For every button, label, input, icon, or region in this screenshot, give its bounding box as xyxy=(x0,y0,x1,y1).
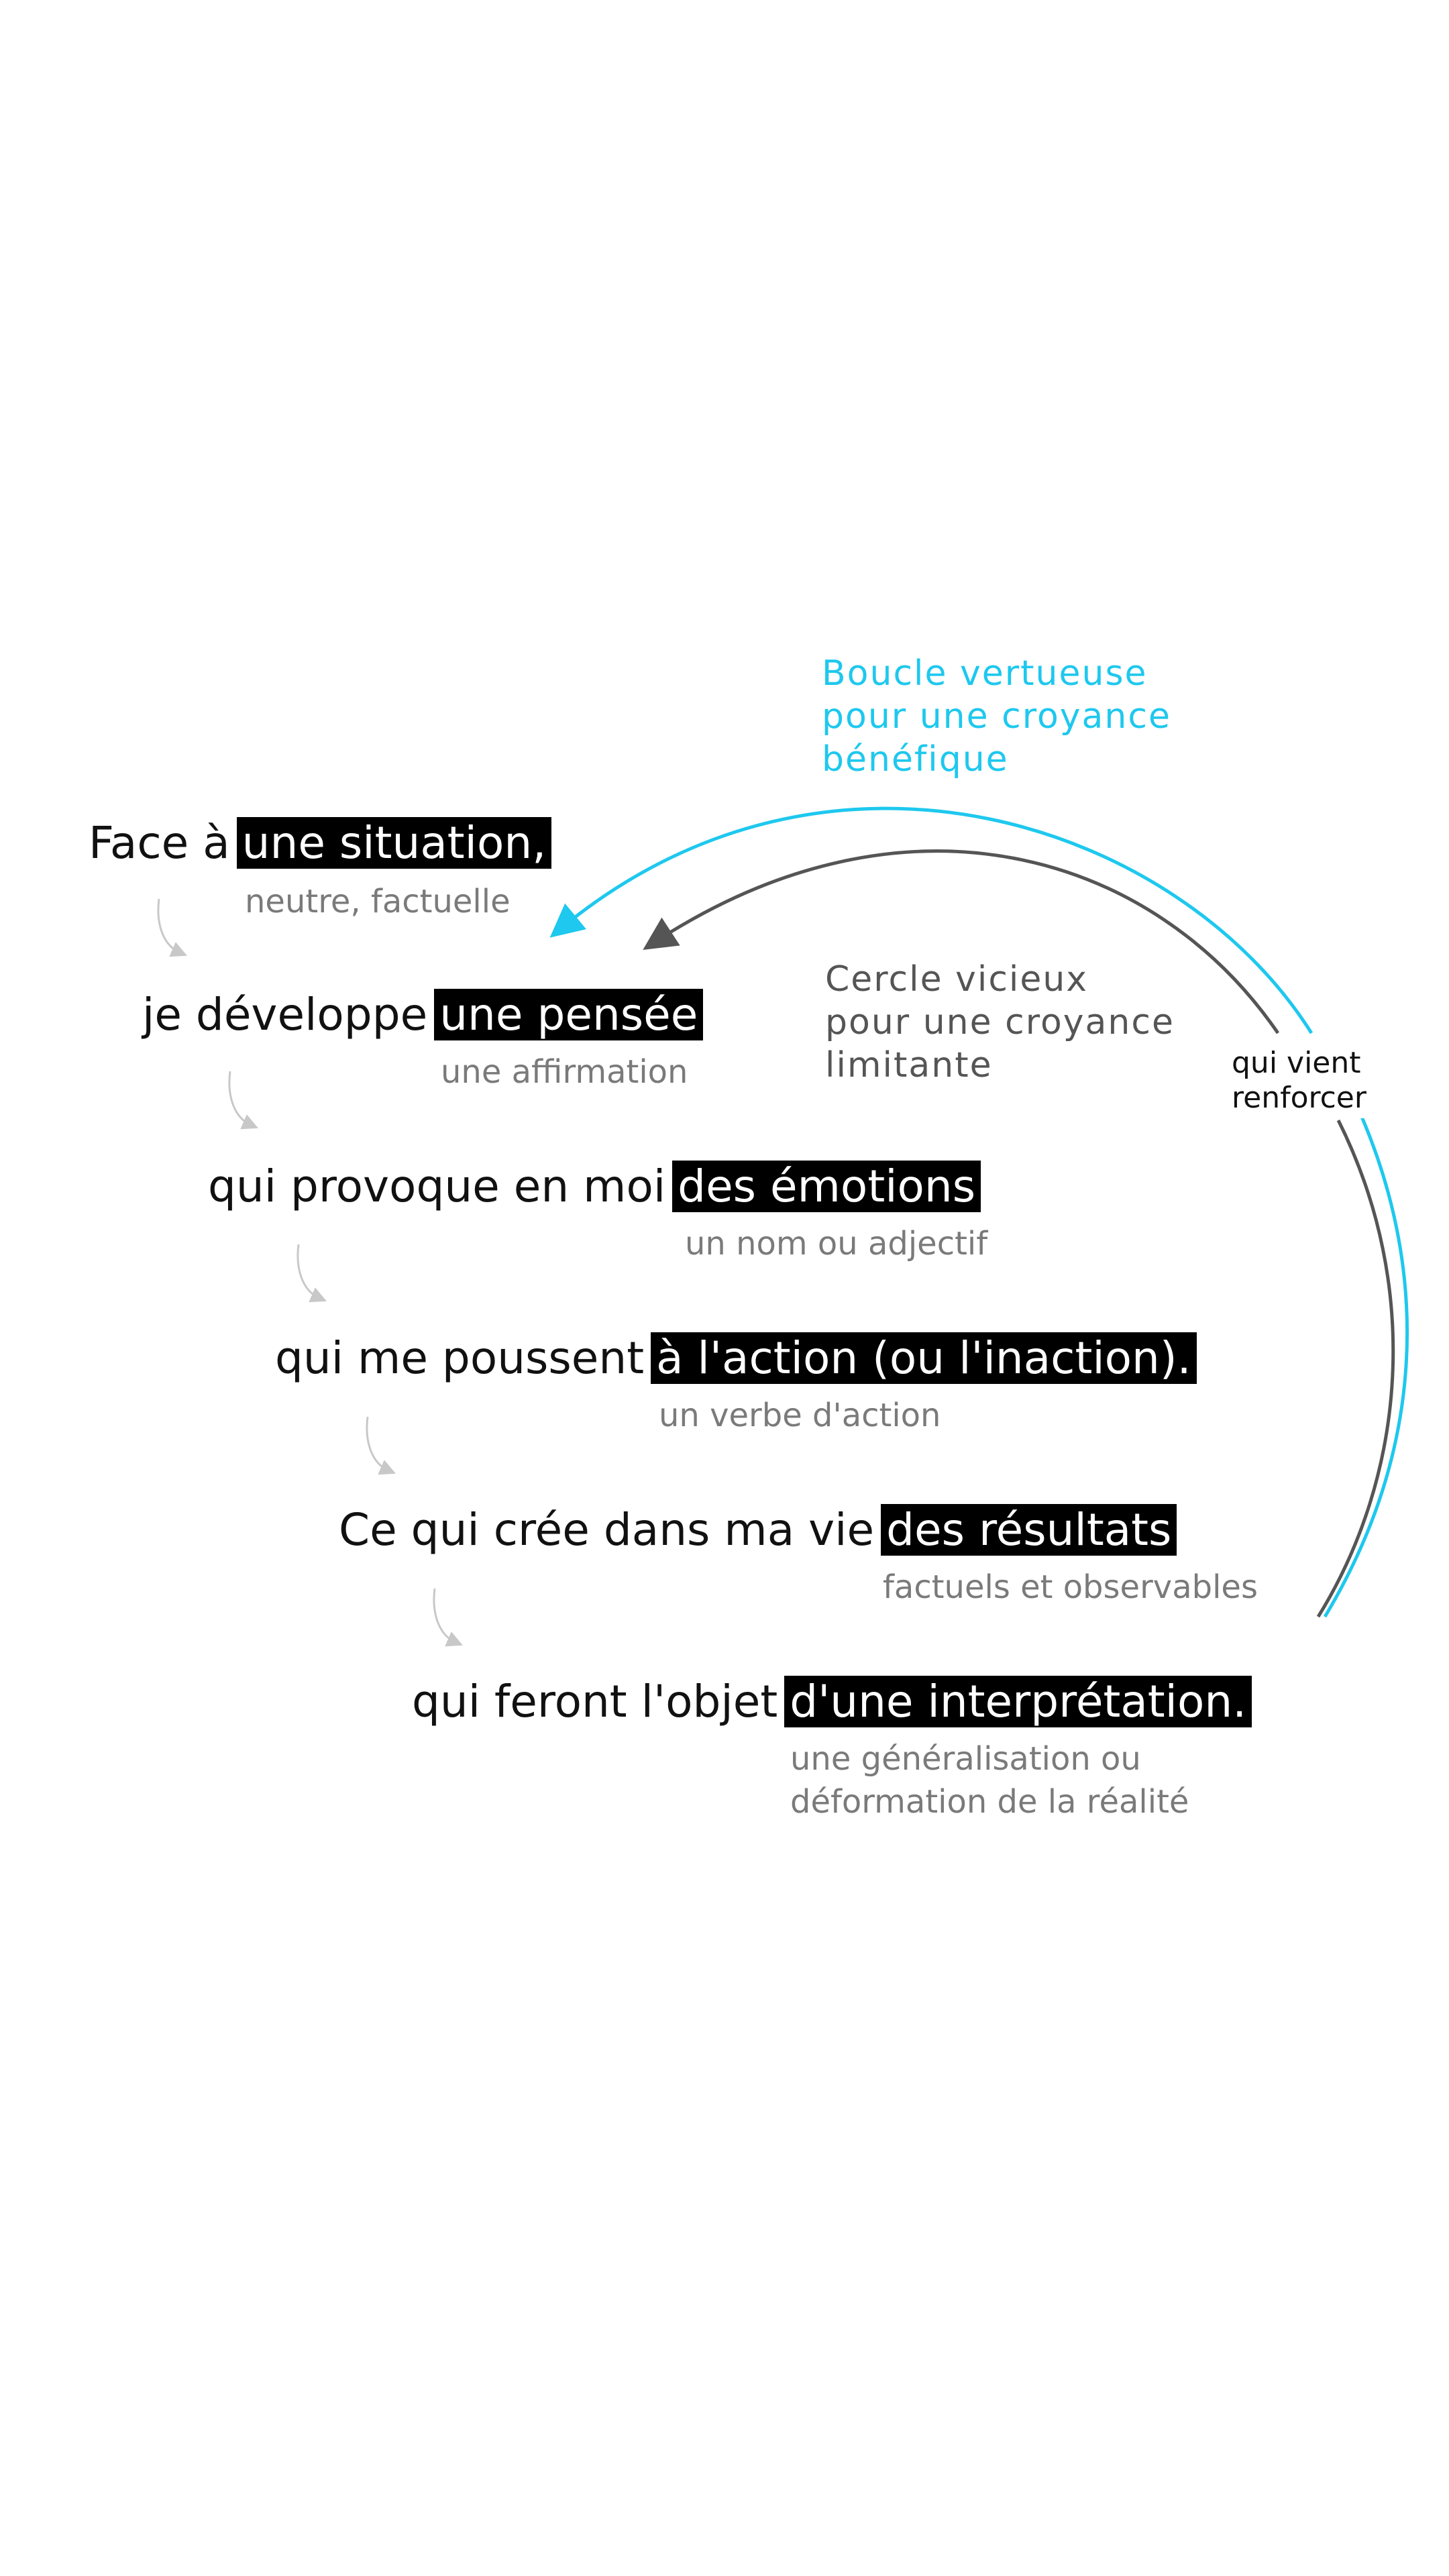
step-arrow-5 xyxy=(433,1588,464,1647)
reinforce-line-2: renforcer xyxy=(1232,1081,1366,1115)
step-interpretation-note-2: déformation de la réalité xyxy=(790,1783,1189,1821)
step-resultats-lead: Ce qui crée dans ma vie xyxy=(339,1504,875,1556)
step-interpretation-highlight: d'une interprétation. xyxy=(784,1676,1252,1727)
step-pensee-highlight: une pensée xyxy=(434,989,704,1040)
vicious-loop-arc-upper xyxy=(643,849,1280,1034)
step-resultats-note: factuels et observables xyxy=(883,1568,1258,1606)
step-arrow-3 xyxy=(297,1244,327,1303)
reinforce-line-1: qui vient xyxy=(1232,1046,1361,1080)
step-resultats-highlight: des résultats xyxy=(881,1504,1177,1556)
step-emotions-lead: qui provoque en moi xyxy=(208,1161,666,1212)
step-arrow-4 xyxy=(366,1416,396,1475)
step-emotions-highlight: des émotions xyxy=(672,1161,981,1212)
vicious-loop-line-2: pour une croyance xyxy=(825,1002,1175,1042)
virtuous-loop-line-1: Boucle vertueuse xyxy=(822,653,1148,694)
virtuous-loop-line-2: pour une croyance xyxy=(822,696,1171,737)
step-situation-note: neutre, factuelle xyxy=(245,883,511,920)
virtuous-loop-arc-upper xyxy=(549,806,1313,1034)
vicious-loop-label: Cercle vicieux pour une croyance limitan… xyxy=(825,958,1175,1087)
reinforce-label: qui vient renforcer xyxy=(1228,1043,1371,1118)
step-situation-lead: Face à xyxy=(89,817,230,869)
virtuous-loop-arc-lower xyxy=(1323,1116,1409,1618)
step-action-note: un verbe d'action xyxy=(659,1397,941,1434)
step-arrow-1 xyxy=(157,898,188,957)
step-situation-highlight: une situation, xyxy=(236,817,552,869)
virtuous-loop-label: Boucle vertueuse pour une croyance bénéf… xyxy=(822,652,1171,781)
vicious-loop-line-3: limitante xyxy=(825,1045,993,1085)
step-action-highlight: à l'action (ou l'inaction). xyxy=(651,1332,1197,1384)
step-arrow-2 xyxy=(228,1071,259,1130)
step-interpretation-lead: qui feront l'objet xyxy=(412,1676,778,1727)
vicious-loop-arc-lower xyxy=(1316,1119,1395,1618)
virtuous-loop-line-3: bénéfique xyxy=(822,739,1009,780)
step-emotions-note: un nom ou adjectif xyxy=(685,1225,988,1263)
vicious-loop-line-1: Cercle vicieux xyxy=(825,959,1089,1000)
step-action-lead: qui me poussent xyxy=(275,1332,645,1384)
step-pensee-lead: je développe xyxy=(142,989,428,1040)
step-interpretation-note-1: une généralisation ou xyxy=(790,1740,1141,1778)
step-pensee-note: une affirmation xyxy=(441,1053,688,1091)
